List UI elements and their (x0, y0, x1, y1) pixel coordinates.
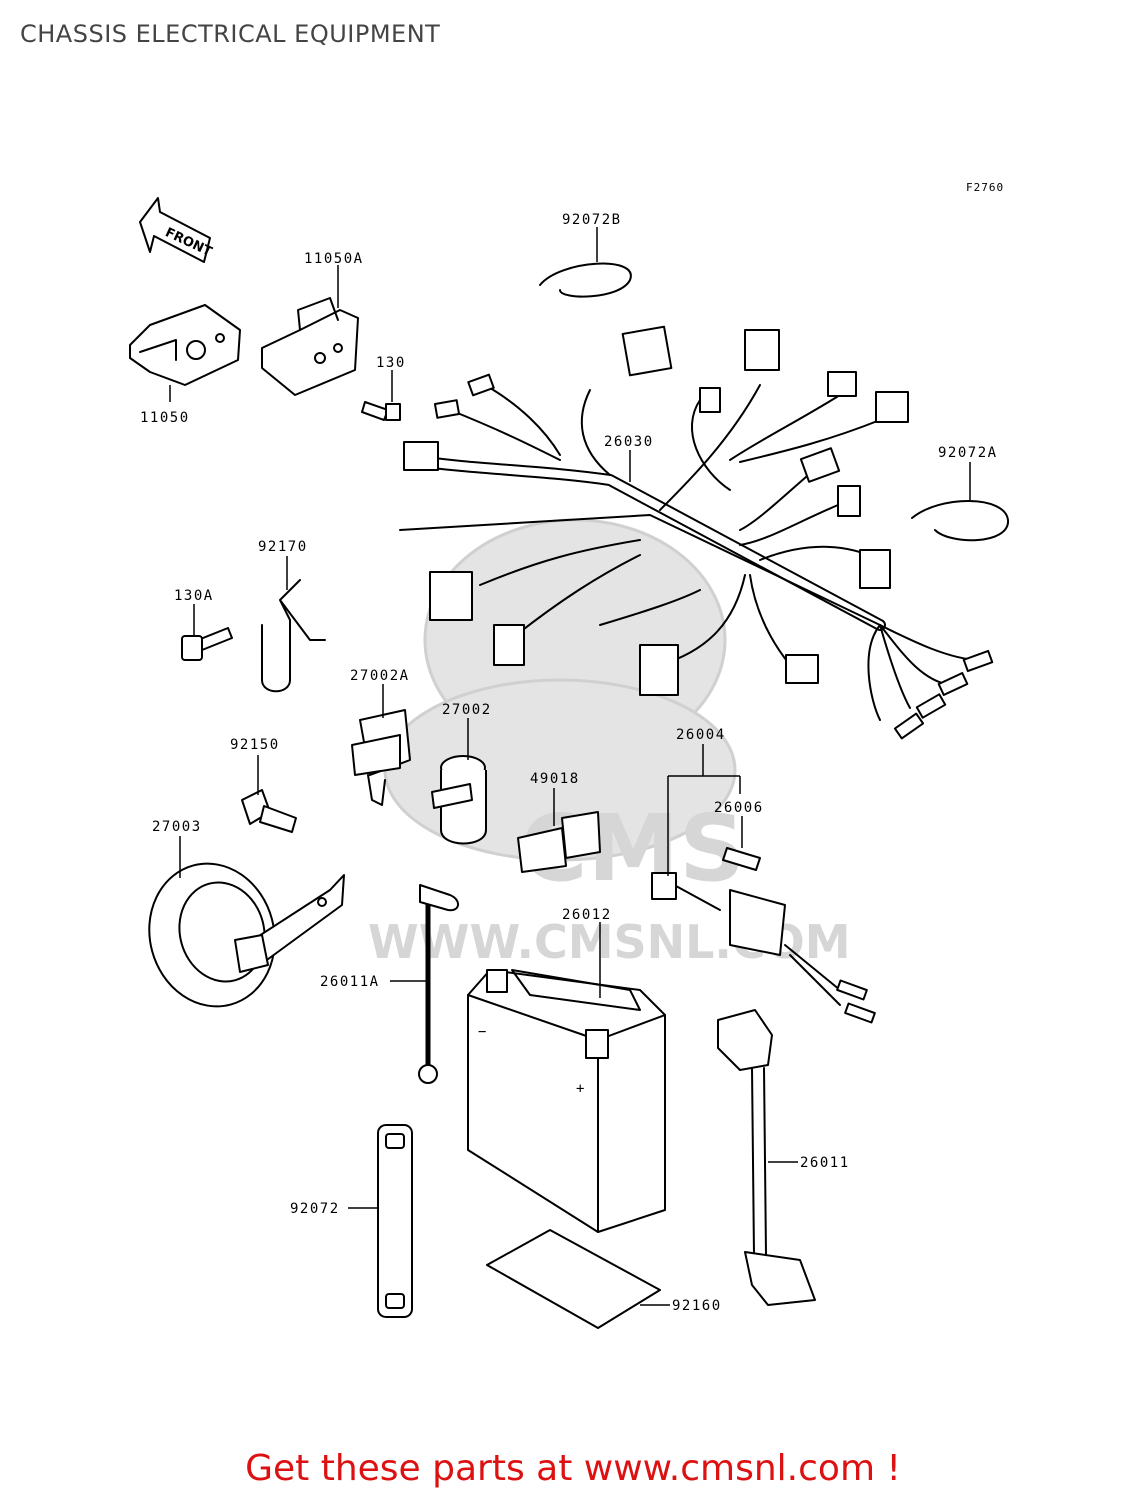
tie-band-92072B-icon (539, 262, 632, 298)
bolt-92150-icon (241, 789, 297, 833)
callout-27002A: 27002A (350, 668, 410, 684)
bolt-130A-icon (181, 627, 233, 661)
watermark: CMS WWW.CMSNL.COM (368, 518, 851, 969)
leader-lines (169, 227, 971, 1306)
callout-92072B: 92072B (562, 212, 622, 228)
callout-92170: 92170 (258, 539, 308, 555)
callout-92072: 92072 (290, 1201, 340, 1217)
flasher-27002-icon (431, 755, 487, 845)
callout-130: 130 (376, 355, 406, 371)
fuse-26006-icon (722, 847, 761, 871)
connector-49018-icon (517, 811, 601, 873)
front-arrow-icon: FRONT (139, 197, 214, 263)
svg-text:−: − (478, 1024, 488, 1040)
figure-code: F2760 (966, 181, 1004, 194)
callout-92160: 92160 (672, 1298, 722, 1314)
callout-11050: 11050 (140, 410, 190, 426)
clip-92170-icon (261, 579, 326, 693)
callout-26030: 26030 (604, 434, 654, 450)
footer-promo-text: Get these parts at www.cmsnl.com ! (245, 1448, 901, 1489)
callout-49018: 49018 (530, 771, 580, 787)
svg-text:+: + (576, 1081, 586, 1097)
callout-92150: 92150 (230, 737, 280, 753)
horn-27003-icon (148, 862, 345, 1008)
callout-26012: 26012 (562, 907, 612, 923)
tie-band-92072A-icon (911, 500, 1010, 542)
relay-27002A-icon (351, 709, 411, 806)
callout-27003: 27003 (152, 819, 202, 835)
pad-92160-icon (486, 1229, 661, 1329)
bracket-11050-icon (129, 304, 241, 386)
callout-27002: 27002 (442, 702, 492, 718)
page-title: CHASSIS ELECTRICAL EQUIPMENT (20, 20, 441, 48)
cable-26011A-icon (418, 884, 459, 1084)
main-harness-26030-icon (399, 325, 994, 740)
callout-26011A: 26011A (320, 974, 380, 990)
callout-92072A: 92072A (938, 445, 998, 461)
fuse-holder-26004-icon (651, 872, 876, 1024)
bracket-11050A-icon (261, 297, 359, 396)
battery-26012-icon: − + (467, 969, 666, 1233)
callout-130A: 130A (174, 588, 214, 604)
cable-26011-icon (717, 1009, 816, 1306)
bolt-130-icon (361, 401, 401, 421)
callout-26011: 26011 (800, 1155, 850, 1171)
callout-26004: 26004 (676, 727, 726, 743)
callout-26006: 26006 (714, 800, 764, 816)
callout-11050A: 11050A (304, 251, 364, 267)
strap-92072-icon (377, 1124, 413, 1318)
